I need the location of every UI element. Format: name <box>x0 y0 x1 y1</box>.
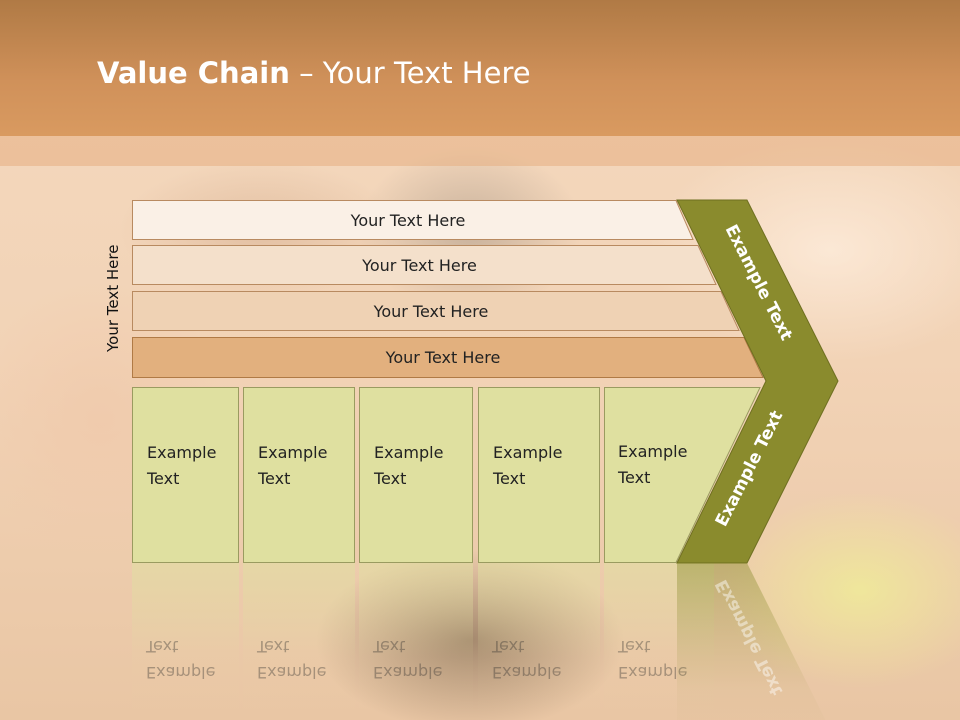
cell-5-shape <box>604 387 761 563</box>
row-3: Your Text Here <box>132 291 740 331</box>
row-2: Your Text Here <box>132 245 717 285</box>
row-2-label: Your Text Here <box>362 255 477 275</box>
row-4: Your Text Here <box>132 337 764 378</box>
row-1-shape <box>132 200 694 240</box>
row-3-shape <box>132 291 740 331</box>
header-bar <box>0 0 960 136</box>
cell-3-line2: Text <box>374 469 407 488</box>
row-1-label: Your Text Here <box>350 210 466 230</box>
cell-5-line1: Example <box>618 442 688 461</box>
cell-5-line2: Text <box>618 468 651 487</box>
row-2-shape <box>132 245 717 285</box>
header-strip <box>0 136 960 166</box>
cell-1-line1: Example <box>147 443 217 462</box>
chevron-arrow-reflection <box>677 563 826 720</box>
row-1: Your Text Here <box>132 200 694 240</box>
cell-1-line2: Text <box>147 469 180 488</box>
title-rest: – Your Text Here <box>289 56 531 90</box>
cell-2-line1: Example <box>258 443 328 462</box>
slide-title: Value Chain – Your Text Here <box>97 56 531 90</box>
side-label-text: Your Text Here <box>104 244 122 352</box>
title-bold: Value Chain <box>97 56 290 90</box>
row-4-shape <box>132 337 764 378</box>
cell-2-line2: Text <box>258 469 291 488</box>
cell-4-line1: Example <box>493 443 563 462</box>
row-3-label: Your Text Here <box>373 301 489 321</box>
chevron-arrow-shape <box>676 199 839 564</box>
chevron-arrow: Example Text Example Text Example Text <box>676 199 839 720</box>
row-4-label: Your Text Here <box>385 347 501 367</box>
cell-4-line2: Text <box>493 469 526 488</box>
cell-3-line1: Example <box>374 443 444 462</box>
